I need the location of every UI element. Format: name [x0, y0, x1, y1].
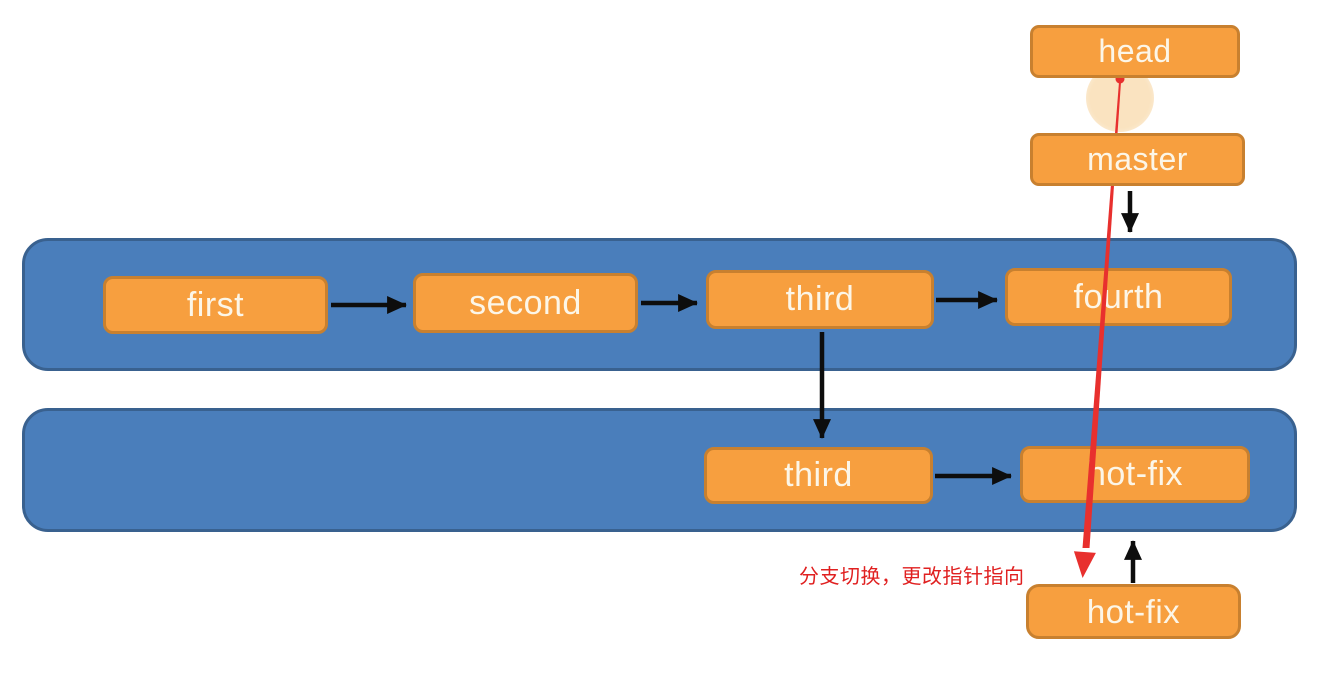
commit-node-third-master: third [706, 270, 934, 329]
commit-node-third-hotfix: third [704, 447, 933, 504]
master-pointer-node: master [1030, 133, 1245, 186]
commit-node-fourth: fourth [1005, 268, 1232, 326]
hotfix-pointer-node: hot-fix [1026, 584, 1241, 639]
annotation-text: 分支切换，更改指针指向 [799, 566, 1025, 588]
commit-label: third [784, 456, 853, 494]
commit-label: third [785, 280, 855, 318]
head-pointer-node: head [1030, 25, 1240, 78]
commit-label: hot-fix [1086, 455, 1184, 493]
head-pointer-label: head [1098, 33, 1172, 69]
commit-node-first: first [103, 276, 328, 334]
master-pointer-label: master [1087, 141, 1188, 177]
commit-label: second [469, 283, 582, 322]
commit-node-hotfix: hot-fix [1020, 446, 1250, 503]
commit-node-second: second [413, 273, 638, 333]
commit-label: first [186, 285, 245, 324]
hotfix-pointer-label: hot-fix [1086, 592, 1181, 630]
commit-label: fourth [1073, 277, 1164, 316]
red-laser-arrowhead [1073, 551, 1096, 578]
